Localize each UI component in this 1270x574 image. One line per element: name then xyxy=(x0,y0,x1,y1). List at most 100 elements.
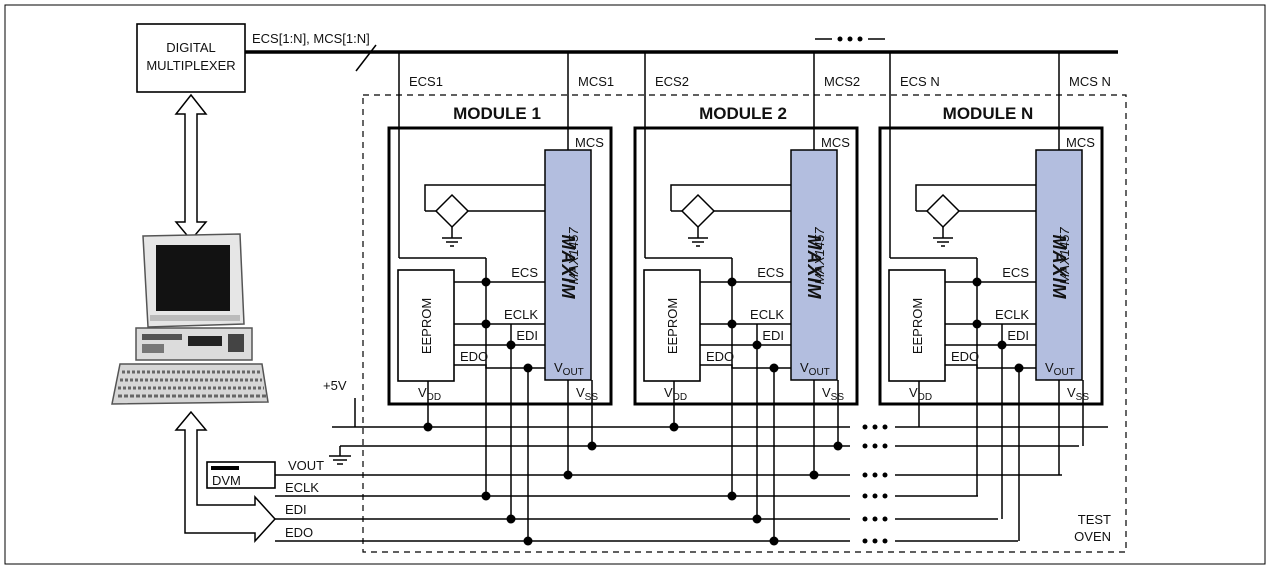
maxim-logo: MAXIM xyxy=(558,235,578,300)
sensor-wire xyxy=(915,184,1036,211)
multiplexer-label-line2: MULTIPLEXER xyxy=(146,58,235,73)
ecs-bus-label: ECS2 xyxy=(655,74,689,89)
ecs-pin-label: ECS xyxy=(1002,265,1029,280)
dvm-label: DVM xyxy=(212,473,241,488)
junction-dot xyxy=(506,514,516,524)
edo-pin-wire xyxy=(945,364,1036,369)
vout-pin-label: VOUT xyxy=(1045,360,1075,378)
junction-dot xyxy=(833,441,843,451)
ecs-pin-label: ECS xyxy=(757,265,784,280)
module-2: MODULE 2 ECS2 MCS2 MCS MAXIM MAX1457 EEP… xyxy=(633,52,860,546)
vdd-pin-label: VDD xyxy=(418,385,441,403)
plus5v-label: +5V xyxy=(323,378,347,393)
figure-frame xyxy=(4,4,1266,565)
maxim-logo: MAXIM xyxy=(804,235,824,300)
oven-label-line1: TEST xyxy=(1078,512,1111,527)
junction-dot xyxy=(997,340,1007,350)
module-n: MODULE N ECS N MCS N MCS MAXIM MAX1457 E… xyxy=(878,52,1111,541)
junction-dot xyxy=(669,422,679,432)
edo-pin-label: EDO xyxy=(951,349,979,364)
eeprom-label: EEPROM xyxy=(665,298,680,354)
vss-pin-label: VSS xyxy=(822,385,844,403)
edi-label: EDI xyxy=(285,502,307,517)
eclk-label: ECLK xyxy=(285,480,319,495)
multiplexer-label-line1: DIGITAL xyxy=(166,40,216,55)
mcs-bus-label: MCS2 xyxy=(824,74,860,89)
maxim-logo: MAXIM xyxy=(1049,235,1069,300)
mcs-bus-label: MCS1 xyxy=(578,74,614,89)
module-title: MODULE 2 xyxy=(699,104,787,123)
junction-dot xyxy=(752,514,762,524)
vss-pin-label: VSS xyxy=(1067,385,1089,403)
junction-dot xyxy=(809,470,819,480)
ecs-bus-label: ECS1 xyxy=(409,74,443,89)
eeprom-box xyxy=(643,269,701,382)
module-title: MODULE N xyxy=(943,104,1034,123)
junction-dot xyxy=(423,422,433,432)
junction-dot xyxy=(587,441,597,451)
edo-pin-wire xyxy=(700,364,791,369)
junction-dot xyxy=(523,536,533,546)
chip-part-number: MAX1457 xyxy=(812,227,827,285)
computer-icon xyxy=(111,233,269,405)
oven-label-line2: OVEN xyxy=(1074,529,1111,544)
edi-pin-label: EDI xyxy=(516,328,538,343)
digital-multiplexer-box xyxy=(136,23,246,93)
bus-ellipsis-dot xyxy=(837,36,843,42)
junction-dot xyxy=(481,491,491,501)
test-oven-boundary xyxy=(362,94,1127,553)
junction-dot xyxy=(1014,363,1024,373)
sensor-wire xyxy=(670,184,791,211)
eeprom-box xyxy=(888,269,946,382)
vdd-pin-label: VDD xyxy=(909,385,932,403)
junction-dot xyxy=(769,536,779,546)
eeprom-label: EEPROM xyxy=(419,298,434,354)
chip-part-number: MAX1457 xyxy=(566,227,581,285)
ecs-bus-label: ECS N xyxy=(900,74,940,89)
eclk-pin-label: ECLK xyxy=(504,307,538,322)
vout-label: VOUT xyxy=(288,458,324,473)
junction-dot xyxy=(563,470,573,480)
sensor-wire xyxy=(424,184,545,211)
max1457-chip xyxy=(1035,149,1083,381)
mcs-bus-label: MCS N xyxy=(1069,74,1111,89)
eclk-pin-label: ECLK xyxy=(995,307,1029,322)
vss-pin-label: VSS xyxy=(576,385,598,403)
eeprom-box xyxy=(397,269,455,382)
mcs-pin-label: MCS xyxy=(821,135,850,150)
vout-pin-label: VOUT xyxy=(554,360,584,378)
module-title: MODULE 1 xyxy=(453,104,541,123)
vdd-pin-label: VDD xyxy=(664,385,687,403)
junction-dot xyxy=(972,277,982,287)
junction-dot xyxy=(481,319,491,329)
junction-dot xyxy=(769,363,779,373)
junction-dot xyxy=(972,319,982,329)
eeprom-label: EEPROM xyxy=(910,298,925,354)
junction-dot xyxy=(752,340,762,350)
bus-label: ECS[1:N], MCS[1:N] xyxy=(252,31,370,46)
mcs-pin-label: MCS xyxy=(575,135,604,150)
ecs-pin-label: ECS xyxy=(511,265,538,280)
bus-slash xyxy=(355,44,377,72)
max1457-chip xyxy=(544,149,592,381)
bus-ellipsis-dot xyxy=(857,36,863,42)
module-1: MODULE 1 ECS1 MCS1 MCS MAXIM MAX1457 EEP… xyxy=(387,52,614,546)
junction-dot xyxy=(506,340,516,350)
mux-computer-double-arrow xyxy=(174,93,208,242)
chip-part-number: MAX1457 xyxy=(1057,227,1072,285)
edo-pin-label: EDO xyxy=(460,349,488,364)
edi-pin-label: EDI xyxy=(1007,328,1029,343)
eclk-pin-label: ECLK xyxy=(750,307,784,322)
junction-dot xyxy=(727,491,737,501)
junction-dot xyxy=(727,319,737,329)
mcs-pin-label: MCS xyxy=(1066,135,1095,150)
bottom-ellipsis xyxy=(862,424,888,544)
edi-pin-label: EDI xyxy=(762,328,784,343)
junction-dot xyxy=(481,277,491,287)
junction-dot xyxy=(523,363,533,373)
edo-label: EDO xyxy=(285,525,313,540)
edo-pin-wire xyxy=(454,364,545,369)
vout-pin-label: VOUT xyxy=(800,360,830,378)
